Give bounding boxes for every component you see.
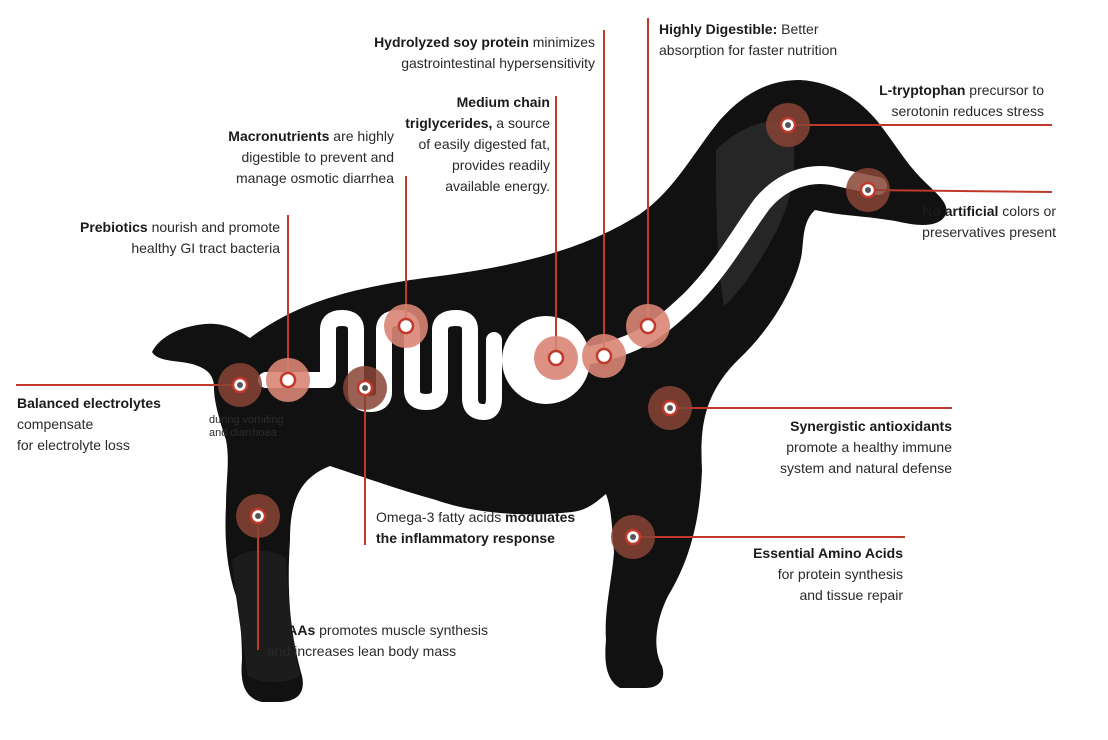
callout-balanced-electrolytes: Balanced electrolytes compensate for ele… [17, 393, 217, 456]
callout-no-artificial: No artificial colors or preservatives pr… [856, 201, 1056, 243]
digestible-text: Better [777, 21, 819, 37]
artificial-title: No artificial [922, 203, 999, 219]
callout-highly-digestible: Highly Digestible: Better absorption for… [659, 19, 879, 61]
marker-tryptophan [766, 103, 810, 147]
callout-medium-chain-triglycerides: Medium chain triglycerides, a source of … [350, 92, 550, 197]
antioxidants-line3: system and natural defense [780, 460, 952, 476]
omega-text: Omega-3 fatty acids [376, 509, 506, 525]
marker-digestible [626, 304, 670, 348]
rear-leg-shading [232, 550, 300, 682]
marker-omega-3-dot [362, 385, 368, 391]
mct-text: a source [492, 115, 550, 131]
marker-macronutrients-dot [403, 323, 409, 329]
marker-soy [582, 334, 626, 378]
marker-no-artificial [846, 168, 890, 212]
macro-line3: manage osmotic diarrhea [236, 170, 394, 186]
marker-electrolytes [218, 363, 262, 407]
tryptophan-line2: serotonin reduces stress [891, 103, 1044, 119]
artificial-line2: preservatives present [922, 224, 1056, 240]
electrolytes-ghost-1: during vomiting [209, 414, 284, 426]
nutrient-markers [218, 103, 890, 559]
marker-antioxidants-dot [667, 405, 673, 411]
artificial-text: colors or [998, 203, 1056, 219]
marker-omega-3 [343, 366, 387, 410]
amino-title: Essential Amino Acids [753, 545, 903, 561]
soy-line2: gastrointestinal hypersensitivity [401, 55, 595, 71]
callout-omega-3: Omega-3 fatty acids modulates the inflam… [376, 507, 616, 549]
marker-amino-acids-dot [630, 534, 636, 540]
omega-title-1: modulates [505, 509, 576, 525]
marker-antioxidants [648, 386, 692, 430]
mct-line4: provides readily [451, 157, 550, 173]
marker-tryptophan-dot [785, 122, 791, 128]
macro-line2: digestible to prevent and [241, 149, 394, 165]
marker-macronutrients [384, 304, 428, 348]
digestible-title: Highly Digestible: [659, 21, 778, 37]
callout-macronutrients: Macronutrients are highly digestible to … [174, 126, 394, 189]
electrolytes-title: Balanced electrolytes [17, 395, 161, 411]
electrolytes-ghost-2: and diarrhoea [209, 427, 277, 439]
prebiotics-text: nourish and promote [147, 219, 280, 235]
prebiotics-line2: healthy GI tract bacteria [131, 240, 280, 256]
bcaa-line2: and increases lean body mass [267, 643, 457, 659]
marker-soy-dot [601, 353, 607, 359]
leader-lines [16, 18, 1053, 650]
soy-text: minimizes [528, 34, 595, 50]
prebiotics-title: Prebiotics [79, 219, 148, 235]
marker-bcaa [236, 494, 280, 538]
marker-amino-acids [611, 515, 655, 559]
macro-text: are highly [329, 128, 394, 144]
macro-title: Macronutrients [228, 128, 330, 144]
marker-bcaa-dot [255, 513, 261, 519]
antioxidants-title: Synergistic antioxidants [790, 418, 952, 434]
marker-mct [534, 336, 578, 380]
marker-electrolytes-dot [237, 382, 243, 388]
mct-title-2: triglycerides, [405, 115, 493, 131]
mct-line5: available energy. [445, 178, 550, 194]
omega-title-2: the inflammatory response [376, 530, 555, 546]
soy-title: Hydrolyzed soy protein [374, 34, 529, 50]
mct-title-1: Medium chain [456, 94, 550, 110]
marker-mct-dot [553, 355, 559, 361]
mct-line3: of easily digested fat, [418, 136, 550, 152]
marker-no-artificial-dot [865, 187, 871, 193]
marker-prebiotics [266, 358, 310, 402]
bcaa-text: promotes muscle synthesis [315, 622, 488, 638]
callout-l-tryptophan: L-tryptophan precursor to serotonin redu… [824, 80, 1044, 122]
leader-artificial [867, 189, 1053, 193]
electrolytes-line3: for electrolyte loss [17, 437, 130, 453]
marker-prebiotics-dot [285, 377, 291, 383]
callout-prebiotics: Prebiotics nourish and promote healthy G… [40, 217, 280, 259]
callout-synergistic-antioxidants: Synergistic antioxidants promote a healt… [712, 416, 952, 479]
digestible-line2: absorption for faster nutrition [659, 42, 838, 58]
electrolytes-hidden-text: during vomiting and diarrhoea [209, 414, 284, 440]
amino-line3: and tissue repair [799, 587, 903, 603]
electrolytes-line2: compensate [17, 416, 94, 432]
marker-digestible-dot [645, 323, 651, 329]
antioxidants-line2: promote a healthy immune [786, 439, 952, 455]
callout-bcaas: BCAAs promotes muscle synthesis and incr… [267, 620, 527, 662]
amino-line2: for protein synthesis [777, 566, 903, 582]
bcaa-title: BCAAs [267, 622, 316, 638]
tryptophan-text: precursor to [965, 82, 1044, 98]
callout-essential-amino-acids: Essential Amino Acids for protein synthe… [683, 543, 903, 606]
tryptophan-title: L-tryptophan [879, 82, 966, 98]
callout-hydrolyzed-soy: Hydrolyzed soy protein minimizes gastroi… [335, 32, 595, 74]
